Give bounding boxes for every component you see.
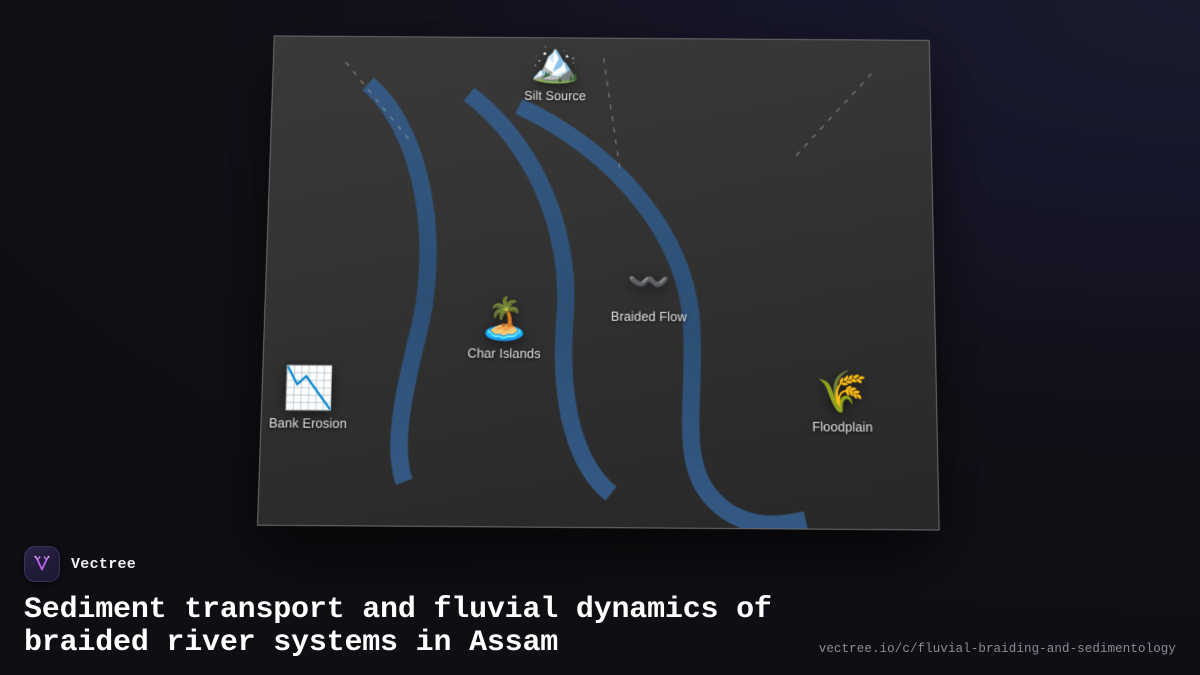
chart-decreasing-icon: 📉: [282, 365, 336, 412]
river-channel-left: [358, 84, 432, 482]
vectree-v-logo-icon: [24, 546, 60, 582]
source-url: vectree.io/c/fluvial-braiding-and-sedime…: [818, 642, 1176, 656]
node-label-floodplain: Floodplain: [812, 419, 874, 435]
diagram-node-bank-erosion[interactable]: 📉 Bank Erosion: [257, 364, 397, 432]
node-label-silt-source: Silt Source: [524, 88, 587, 104]
node-label-char-islands: Char Islands: [467, 346, 541, 362]
node-label-braided-flow: Braided Flow: [610, 309, 687, 325]
wavy-dash-icon: 〰️: [627, 263, 671, 302]
sheaf-of-rice-icon: 🌾: [816, 369, 869, 416]
diagram-node-silt-source[interactable]: 🏔️ Silt Source: [470, 40, 641, 104]
diagram-node-floodplain[interactable]: 🌾 Floodplain: [755, 368, 931, 435]
node-label-bank-erosion: Bank Erosion: [268, 416, 348, 432]
diagram-panel: 🏔️ Silt Source 🏝️ Char Islands 〰️ Braide…: [256, 35, 940, 531]
slide-footer: Vectree Sediment transport and fluvial d…: [24, 546, 1176, 659]
desert-island-icon: 🏝️: [478, 296, 531, 342]
brand-name: Vectree: [71, 555, 137, 573]
diagram-node-braided-flow[interactable]: 〰️ Braided Flow: [562, 259, 736, 325]
dashed-guide-upper-right: [795, 71, 874, 156]
tilted-panel-wrapper: 🏔️ Silt Source 🏝️ Char Islands 〰️ Braide…: [256, 35, 940, 531]
river-channel-right: [513, 106, 805, 524]
river-paths-svg: [258, 36, 939, 529]
diagram-node-char-islands[interactable]: 🏝️ Char Islands: [417, 295, 592, 362]
page-title: Sediment transport and fluvial dynamics …: [24, 593, 772, 660]
brand-lockup: Vectree: [24, 546, 1176, 582]
snow-capped-mountain-icon: 🏔️: [530, 41, 581, 85]
